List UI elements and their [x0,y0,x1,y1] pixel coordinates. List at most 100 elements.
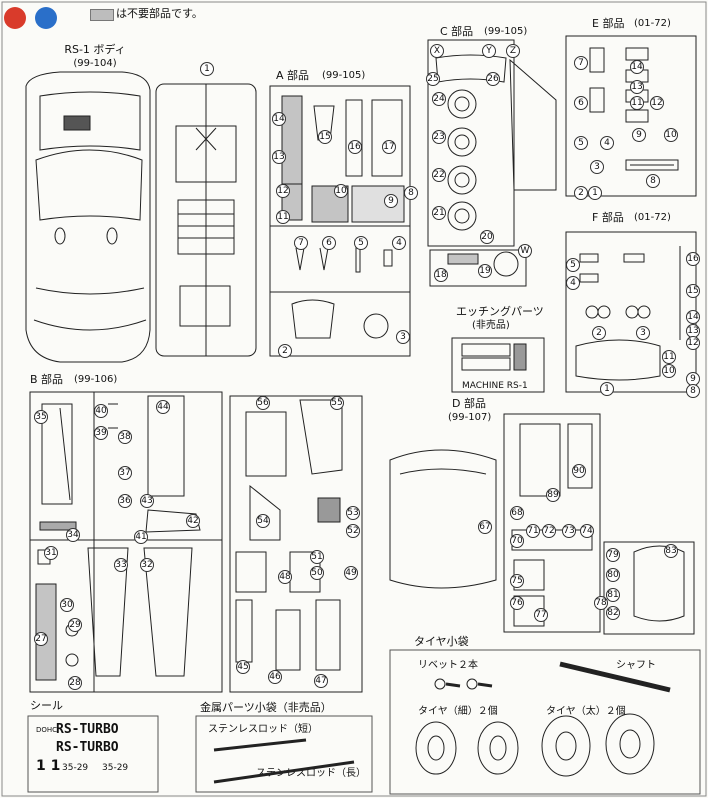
body-code: (99-104) [73,58,117,69]
d-title: D 部品 [452,397,486,410]
part-number-f: 8 [686,384,700,398]
part-number-e: 11 [630,96,644,110]
part-number-e: 6 [574,96,588,110]
b-code: (99-106) [74,374,118,385]
part-number-b: 42 [186,514,200,528]
etching-title: エッチングパーツ [456,305,544,318]
part-number-c: Y [482,44,496,58]
part-number-b: 30 [60,598,74,612]
a-parts-drawing [269,85,411,357]
part-number-d: 76 [510,596,524,610]
seal-num: 1 1 [36,758,61,774]
part-number-c: 26 [486,72,500,86]
part-number-b: 38 [118,430,132,444]
metal-title: 金属パーツ小袋（非売品） [200,701,332,714]
part-number-e: 7 [574,56,588,70]
part-number-a: 10 [334,184,348,198]
tire-thick-label: タイヤ（太）２個 [546,706,626,717]
tire-title: タイヤ小袋 [414,635,469,648]
part-number-b: 34 [66,528,80,542]
part-number-b: 37 [118,466,132,480]
part-number-a: 12 [276,184,290,198]
part-number-d: 82 [606,606,620,620]
part-number-f: 9 [686,372,700,386]
part-number-b: 49 [344,566,358,580]
part-number-b: 40 [94,404,108,418]
part-number-b: 29 [68,618,82,632]
body-title: RS-1 ボディ [64,43,126,56]
part-number-f: 2 [592,326,606,340]
part-number-b: 48 [278,570,292,584]
metal-rods-drawing [195,715,373,793]
part-number-a: 3 [396,330,410,344]
part-number-a: 4 [392,236,406,250]
b-parts-drawing [29,391,223,693]
part-number-b: 33 [114,558,128,572]
e-code: (01-72) [634,18,671,29]
part-number-b: 45 [236,660,250,674]
part-number-d: 70 [510,534,524,548]
part-number-d: 79 [606,548,620,562]
part-number-c: 18 [434,268,448,282]
part-number-c: 21 [432,206,446,220]
part-number-c: 19 [478,264,492,278]
body-shell-drawing [25,71,151,363]
seal-plate2: 35-29 [102,763,129,773]
a-code: (99-105) [322,70,366,81]
part-number-d: 68 [510,506,524,520]
part-number-f: 12 [686,336,700,350]
part-number-d: 81 [606,588,620,602]
part-number-d: 71 [526,524,540,538]
part-number-d: 90 [572,464,586,478]
c-title: C 部品 [440,25,474,38]
part-number-e: 13 [630,80,644,94]
d-parts-drawing [389,413,695,635]
part-number-d: 77 [534,608,548,622]
part-number-a: 6 [322,236,336,250]
part-number-c: 23 [432,130,446,144]
part-number-b: 41 [134,530,148,544]
part-number-f: 11 [662,350,676,364]
part-number-b: 31 [44,546,58,560]
rivet-label: リベット２本 [418,660,478,671]
part-number-c: 25 [426,72,440,86]
part-number-a: 7 [294,236,308,250]
part-number-b: 56 [256,396,270,410]
part-number-b: 44 [156,400,170,414]
unused-parts-swatch [90,9,114,21]
part-number-a: 5 [354,236,368,250]
part-number-b: 28 [68,676,82,690]
part-number-e: 9 [632,128,646,142]
part-number-f: 1 [600,382,614,396]
part-number-f: 4 [566,276,580,290]
part-number-b: 36 [118,494,132,508]
b-parts-middle-drawing [229,395,363,693]
part-number-f: 5 [566,258,580,272]
part-number-e: 2 [574,186,588,200]
part-number-d: 73 [562,524,576,538]
part-number-d: 89 [546,488,560,502]
part-number-b: 43 [140,494,154,508]
part-number-a: 11 [276,210,290,224]
e-title: E 部品 [592,17,625,30]
part-number-d: 78 [594,596,608,610]
part-number-a: 17 [382,140,396,154]
part-number-a: 15 [318,130,332,144]
part-number-b: 53 [346,506,360,520]
part-number-a: 9 [384,194,398,208]
rod-short-label: ステンレスロッド（短） [208,724,318,735]
part-number-e: 10 [664,128,678,142]
part-number-b: 52 [346,524,360,538]
part-number-c: 22 [432,168,446,182]
seal-title: シール [30,699,63,712]
tire-bag-drawing [389,649,701,795]
watermark-logo [2,4,62,40]
part-number-b: 35 [34,410,48,424]
legend-text: は不要部品です。 [116,7,203,20]
part-number-b: 54 [256,514,270,528]
part-number-f: 14 [686,310,700,324]
part-number-top: 1 [200,62,214,76]
part-number-c: 20 [480,230,494,244]
